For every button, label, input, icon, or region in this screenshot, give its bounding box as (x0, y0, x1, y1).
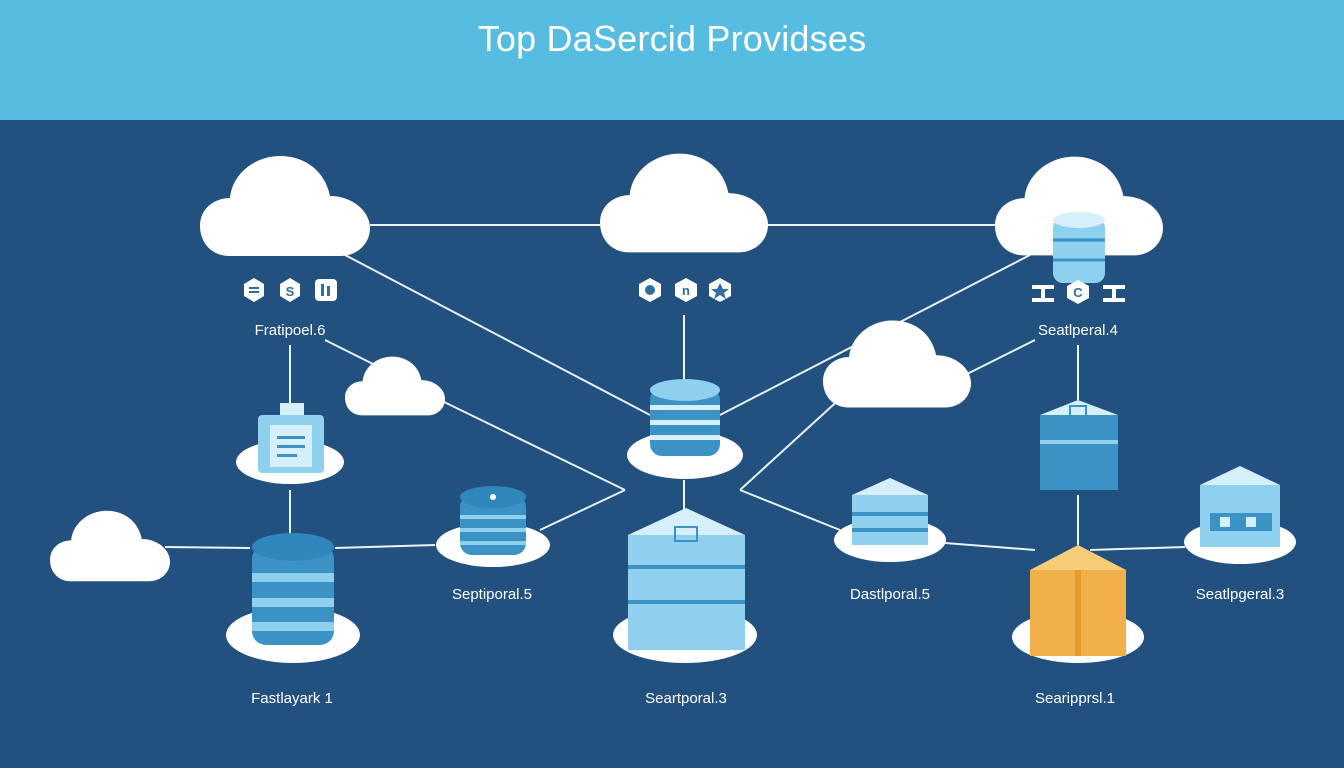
package-icon (1012, 545, 1144, 663)
document-server-icon (236, 403, 344, 484)
node-label: Dastlporal.5 (849, 586, 931, 603)
database-icon (627, 379, 743, 479)
node-label: Septiporal.5 (451, 586, 533, 603)
cube-icon (1184, 466, 1296, 564)
node-label: Fastlayark 1 (251, 690, 333, 707)
svg-text:n: n (682, 283, 690, 298)
node-label: Seatlpgeral.3 (1195, 586, 1285, 603)
svg-text:C: C (1073, 285, 1083, 300)
server-stack-icon (613, 508, 757, 663)
database-icon (1053, 212, 1105, 283)
page-title: Top DaSercid Providses (477, 18, 867, 59)
node-label: Searipprsl.1 (1034, 690, 1116, 707)
header-banner: Top DaSercid Providses (0, 0, 1344, 120)
database-icon (226, 533, 360, 663)
cloud-icon (345, 356, 445, 416)
cloud-icon (600, 153, 768, 253)
cloud-icon (823, 320, 971, 408)
badge-group-left: S (244, 278, 337, 302)
badge-group-right: C (1032, 280, 1125, 304)
cloud-icon (50, 510, 170, 582)
database-icon (436, 486, 550, 567)
node-label: Seatlperal.4 (1037, 322, 1119, 339)
cloud-icon (200, 156, 370, 256)
node-label: Fratipoel.6 (254, 322, 326, 339)
connection-lines (164, 224, 1186, 551)
cube-stack-icon (834, 478, 946, 562)
cube-icon (1040, 400, 1118, 490)
svg-text:S: S (286, 284, 295, 299)
badge-group-middle: n (639, 278, 731, 302)
node-label: Seartporal.3 (645, 690, 727, 707)
